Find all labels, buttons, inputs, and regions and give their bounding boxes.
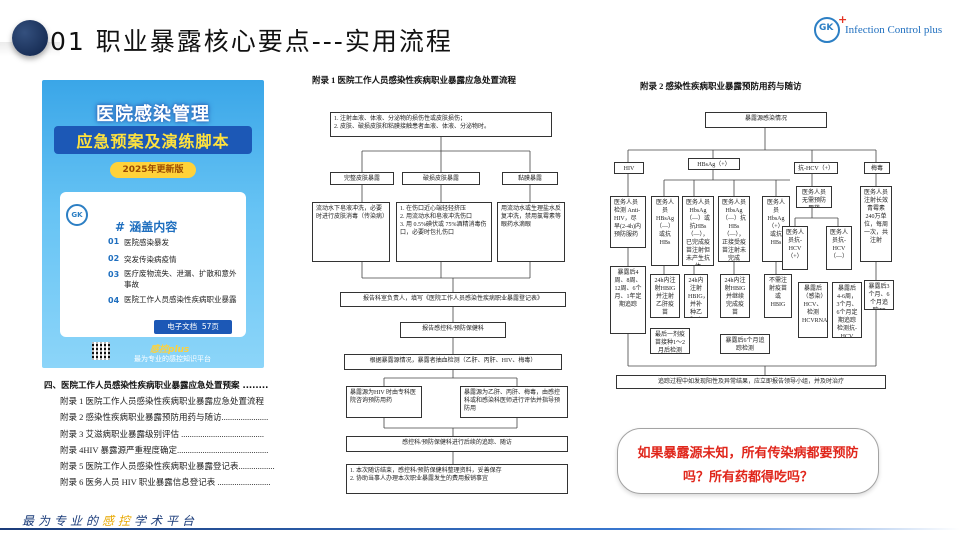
- toc-item: 附录 5 医院工作人员感染性疾病职业暴露登记表.................: [60, 461, 275, 471]
- toc-item: 附录 2 感染性疾病职业暴露预防用药与随访...................…: [60, 412, 269, 422]
- ebook-cover-content: 医院感染管理 应急预案及演练脚本 2025年更新版 GK # 涵盖内容 01 医…: [42, 80, 264, 368]
- flow1-branch: 破损皮肤暴露: [402, 172, 480, 185]
- flow1-title: 附录 1 医院工作人员感染性疾病职业暴露应急处置流程: [312, 75, 517, 85]
- toc-heading: 四、医院工作人员感染性疾病职业暴露应急处置预案 ........: [44, 381, 269, 391]
- footer-slogan: 最为专业的感控学术平台: [22, 512, 198, 529]
- cover-item-number: 01: [108, 237, 120, 246]
- flow2-hbv-follow2: 暴露后6个月追踪检测: [720, 334, 770, 354]
- flow2-syphilis-box: 医务人员注射长效青霉素 240万单位，每周一次，共注射: [860, 186, 892, 262]
- flow1-final: 1. 本次随访结束，感控科/预防保健科整理资料，妥善保存 2. 协助当事人办理本…: [346, 464, 568, 494]
- flow2-syphilis-follow: 暴露后3个月、6个月追踪TP: [864, 280, 894, 310]
- callout-bubble: [617, 428, 879, 494]
- flow2-title: 附录 2 感染性疾病职业暴露预防用药与随访: [640, 81, 802, 91]
- cover-contents-heading: # 涵盖内容: [115, 220, 178, 234]
- cover-item-number: 04: [108, 296, 120, 305]
- cover-item: 医院感染暴发: [124, 238, 169, 247]
- cover-contents-card: [60, 192, 246, 337]
- flow2-hcv-follow: 暴露后（感染）HCV、检测HCVRNA: [798, 282, 828, 338]
- qr-code-overlay: [92, 342, 110, 360]
- cover-ebook-label: 电子文档: [167, 322, 198, 331]
- flow1-hiv: 暴露源为HIV 时由专科医院咨询预防用药: [346, 386, 422, 418]
- flow2-hbv-box: 医务人员HbsAg（—）或抗HBs（—），已完成疫苗注射但未产生抗体: [682, 196, 714, 266]
- flow2-hbv-follow: 不需注射疫苗或HBIG: [764, 274, 792, 318]
- flow1-report2: 报告感控科/预防保健科: [400, 322, 506, 338]
- flow2-hbv-follow3: 最后一剂疫苗接种1～2月后检测: [650, 328, 690, 354]
- flow2-hbv-box: 医务人员HBsAg（—）或抗HBs: [651, 196, 679, 266]
- logo-plus-icon: +: [838, 13, 848, 26]
- logo-text: Infection Control plus: [845, 24, 943, 36]
- flow1-exposure-types: 1. 注射血液、体液、分泌物的损伤性或皮肤损伤； 2. 皮肤、破损皮肤和粘膜接触…: [330, 112, 552, 137]
- cover-item-number: 03: [108, 270, 120, 279]
- flow2-bottom: 追踪过程中如发现阳性及异常结果，应立即报告领导小组，并及时治疗: [616, 375, 886, 389]
- callout-text-line1: 如果暴露源未知，所有传染病都要预防: [637, 446, 859, 461]
- cover-edition-badge: 2025年更新版: [110, 162, 196, 178]
- flow1-assess: 根据暴露源情况，暴露者抽血检测（乙肝、丙肝、HIV、梅毒）: [344, 354, 562, 370]
- toc-item: 附录 3 艾滋病职业暴露级别评估 .......................…: [60, 429, 265, 439]
- flow1-report: 报告科室负责人，填写《医院工作人员感染性疾病职业暴露登记表》: [340, 292, 566, 307]
- flow2-hbv-follow: 24h内注射HBIG，并补种乙肝疫苗: [684, 274, 708, 318]
- flow1-branch: 完整皮肤暴露: [330, 172, 394, 185]
- cover-slogan: 最为专业的感控知识平台: [134, 355, 211, 363]
- flow2-category: HBsAg（+）: [688, 158, 740, 170]
- flow2-category: 抗-HCV（+）: [794, 162, 838, 174]
- flow1-branch-detail: 流动水下皂液冲洗，必要时进行皮肤消毒（传染病）: [312, 202, 390, 262]
- flow2-category: HIV: [614, 162, 644, 174]
- cover-logo-icon: GK: [66, 204, 88, 226]
- page-title: 01 职业暴露核心要点---实用流程: [50, 27, 453, 56]
- logo-circle-icon: [814, 17, 840, 43]
- flow2-hcv-follow2: 暴露后 4-6周，3个月、6个月定期追踪检测抗-HCV: [832, 282, 862, 338]
- toc-item: 附录 1 医院工作人员感染性疾病职业暴露应急处置流程: [60, 396, 265, 406]
- flow1-other: 暴露源为乙肝、丙肝、梅毒，由感控科或和感染科医师进行评估并指导预防用: [460, 386, 568, 418]
- cover-subtitle: 应急预案及演练脚本: [54, 126, 252, 154]
- flow1-branch-detail: 用流动水或生理盐水反复冲洗，禁用氯霉素等眼药水滴眼: [497, 202, 565, 262]
- toc-item: 附录 6 医务人员 HIV 职业暴露信息登记表 ................…: [60, 477, 271, 487]
- footer-highlight: 感控: [102, 514, 135, 528]
- flow2-hcv-detail: 医务人员抗-HCV（+）: [782, 226, 808, 270]
- flow1-branch-detail: 1. 在伤口近心端轻轻挤压 2. 用流动水和皂液冲洗伤口 3. 用 0.5%碘伏…: [396, 202, 492, 262]
- footer-prefix: 最为专业的: [22, 514, 103, 528]
- footer-suffix: 学术平台: [134, 514, 199, 528]
- brand-logo: GK + Infection Control plus: [814, 13, 954, 53]
- cover-item-number: 02: [108, 254, 120, 263]
- footer-divider: [0, 528, 960, 530]
- cover-ebook-badge: 电子文档 57页: [154, 320, 232, 334]
- cover-item: 突发传染病疫情: [124, 255, 177, 264]
- flow2-hcv-box: 医务人员无需预防用药: [796, 186, 832, 208]
- logo-mark: GK: [819, 23, 834, 33]
- cover-page-count: 57页: [201, 322, 219, 331]
- flow2-hbv-follow: 24h内注射HBIG并继续完成疫苗: [720, 274, 750, 318]
- flow2-category: 梅毒: [864, 162, 890, 174]
- flow2-hbv-box: 医务人员HbsAg（—）抗HBs（—），正接受疫苗注射未完成: [718, 196, 750, 262]
- flow2-hiv-follow: 暴露后4周、8周、12周、6个月、1年定期追踪: [610, 266, 646, 334]
- cover-brand: 感控plus: [150, 345, 190, 355]
- cover-title: 医院感染管理: [96, 104, 210, 125]
- callout-text-line2: 吗？所有药都得吃吗？: [682, 470, 813, 485]
- toc-item: 附录 4HIV 暴露源严重程度确定.......................…: [60, 445, 269, 455]
- cover-item: 医疗废物流失、泄漏、扩散和意外事故: [124, 269, 237, 289]
- cover-item: 医院工作人员感染性疾病职业暴露: [124, 295, 237, 304]
- flow1-branch: 黏膜暴露: [502, 172, 558, 185]
- flow2-hbv-follow: 24h内注射HBIG并注射乙肝疫苗: [650, 274, 680, 318]
- flow1-follow: 感控科/预防保健科进行后续的追踪、随访: [346, 436, 568, 452]
- header-bullet-icon: [12, 20, 48, 56]
- flow2-hiv-box: 医务人员检测 Anti-HIV，尽早(2-4h)内预防服药: [610, 196, 646, 248]
- flow2-source: 暴露源感染情况: [705, 112, 827, 128]
- flow2-hcv-detail: 医务人员抗-HCV（—）: [826, 226, 852, 270]
